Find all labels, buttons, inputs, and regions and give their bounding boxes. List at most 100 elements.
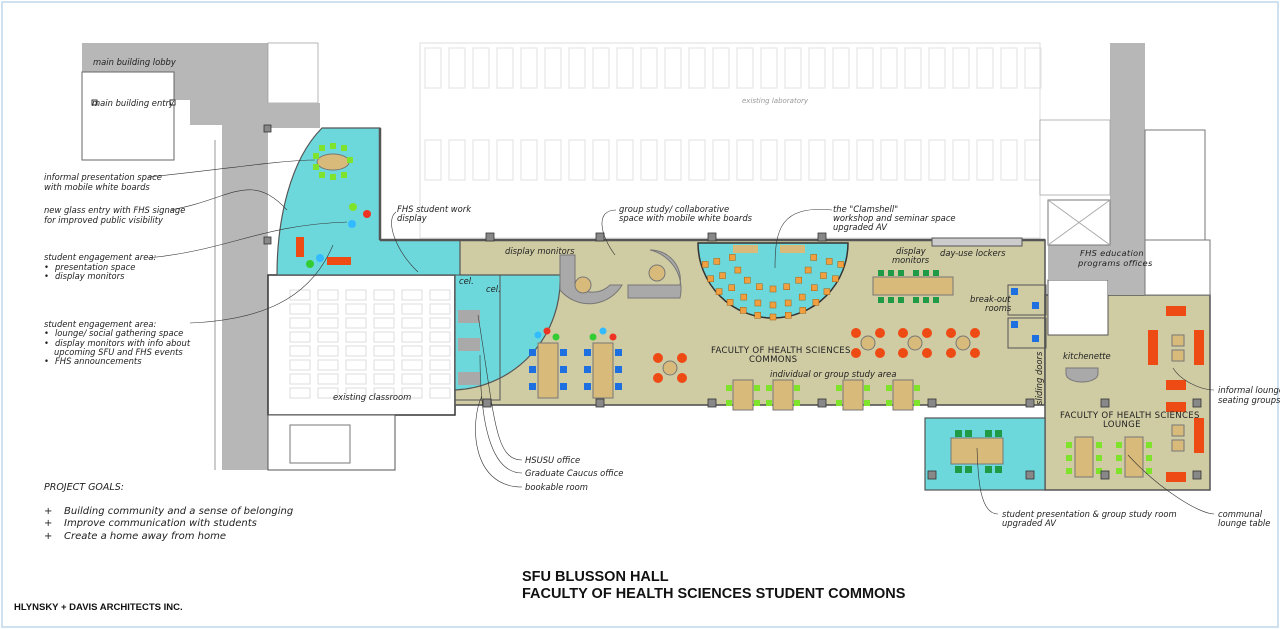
structural-column: [817, 398, 827, 408]
label-group-study: group study/ collaborative: [619, 204, 729, 214]
structural-column: [1192, 398, 1202, 408]
lounge-sofa: [1166, 380, 1186, 390]
chair: [529, 383, 536, 390]
lab-bench: [616, 139, 634, 181]
lab-bench: [688, 139, 706, 181]
classroom-desk: [429, 387, 451, 399]
seminar-chair: [728, 284, 735, 292]
drawing-title-1: SFU BLUSSON HALL: [522, 569, 669, 585]
lab-bench: [928, 47, 946, 89]
seminar-chair: [769, 285, 777, 293]
kitchen-counter: [1065, 367, 1099, 383]
classroom-desk: [345, 373, 367, 385]
label-grad-caucus: Graduate Caucus office: [525, 468, 623, 478]
label-communal-table: communal: [1218, 509, 1263, 519]
structural-column: [1100, 398, 1110, 408]
round-table: [955, 335, 971, 351]
stool: [543, 327, 551, 335]
label-sliding-doors: sliding doors: [1034, 351, 1044, 405]
classroom-desk: [317, 387, 339, 399]
seminar-chair: [754, 312, 761, 319]
side-table: [1171, 424, 1185, 437]
lab-bench: [712, 139, 730, 181]
label-cel: cel.: [459, 276, 474, 286]
chair: [914, 385, 920, 391]
chair: [1116, 455, 1122, 461]
seminar-chair: [784, 299, 792, 307]
architect-firm: HLYNSKY + DAVIS ARCHITECTS INC.: [14, 602, 183, 613]
chair: [754, 385, 760, 391]
lab-bench: [448, 47, 466, 89]
seminar-chair: [812, 299, 820, 306]
classroom-desk: [345, 331, 367, 343]
existing-laboratory-area: [419, 42, 1042, 239]
lab-bench: [760, 47, 778, 89]
chair: [995, 466, 1002, 473]
chair: [794, 400, 800, 406]
existing-classroom: [267, 274, 456, 471]
oval-table: [316, 153, 350, 171]
lounge-chair: [653, 373, 663, 383]
classroom-desk: [289, 345, 311, 357]
chair: [836, 385, 842, 391]
lab-bench: [520, 47, 538, 89]
drawing-title-2: FACULTY OF HEALTH SCIENCES STUDENT COMMO…: [522, 586, 906, 602]
lab-bench: [904, 139, 922, 181]
classroom-desk: [317, 345, 339, 357]
chair: [878, 270, 884, 276]
lab-bench: [544, 47, 562, 89]
seminar-chair: [754, 299, 762, 307]
seminar-chair: [820, 272, 827, 279]
lab-bench: [976, 139, 994, 181]
label-engagement-1: student engagement area:: [44, 252, 156, 262]
chair: [615, 383, 622, 390]
label-clamshell-3: upgraded AV: [833, 222, 888, 232]
chair: [985, 430, 992, 437]
classroom-desk: [401, 331, 423, 343]
classroom-desk: [373, 359, 395, 371]
chair: [864, 385, 870, 391]
label-lounge-seating: informal lounge: [1218, 385, 1280, 395]
engagement-2-bullet: •lounge/ social gathering space: [44, 328, 183, 338]
chair: [1146, 468, 1152, 474]
chair: [933, 270, 939, 276]
lounge-chair: [677, 373, 687, 383]
group-study-sofas: [559, 249, 682, 305]
chair: [1116, 442, 1122, 448]
classroom-desk: [401, 387, 423, 399]
lab-bench: [688, 47, 706, 89]
label-breakout: break-out: [970, 294, 1011, 304]
seminar-chair: [769, 313, 777, 321]
goal-item: +Building community and a sense of belon…: [44, 506, 293, 517]
seminar-chair: [707, 275, 714, 283]
classroom-desk: [289, 359, 311, 371]
stool: [609, 333, 617, 341]
chair: [888, 297, 894, 303]
label-informal-presentation-2: with mobile white boards: [44, 182, 150, 192]
goals-heading: PROJECT GOALS:: [44, 482, 124, 493]
label-lounge: FACULTY OF HEALTH SCIENCES: [1060, 411, 1200, 421]
lab-bench: [832, 139, 850, 181]
seminar-chair: [811, 284, 818, 292]
lounge-chair: [922, 348, 932, 358]
chair: [1011, 321, 1018, 328]
lab-bench: [784, 139, 802, 181]
lounge-chair: [851, 328, 861, 338]
structural-column: [1192, 470, 1202, 480]
lab-bench: [496, 47, 514, 89]
chair: [726, 400, 732, 406]
seminar-chair: [769, 301, 777, 309]
classroom-desk: [401, 303, 423, 315]
seminar-chair: [719, 272, 726, 279]
lab-bench: [472, 47, 490, 89]
stool: [349, 203, 357, 211]
classroom-desk: [373, 345, 395, 357]
label-bookable-room: bookable room: [525, 482, 588, 492]
label-clamshell-2: workshop and seminar space: [833, 213, 956, 223]
seminar-chair: [701, 261, 709, 268]
chair: [888, 270, 894, 276]
lab-bench: [856, 139, 874, 181]
chair: [898, 297, 904, 303]
lounge-chair: [875, 328, 885, 338]
